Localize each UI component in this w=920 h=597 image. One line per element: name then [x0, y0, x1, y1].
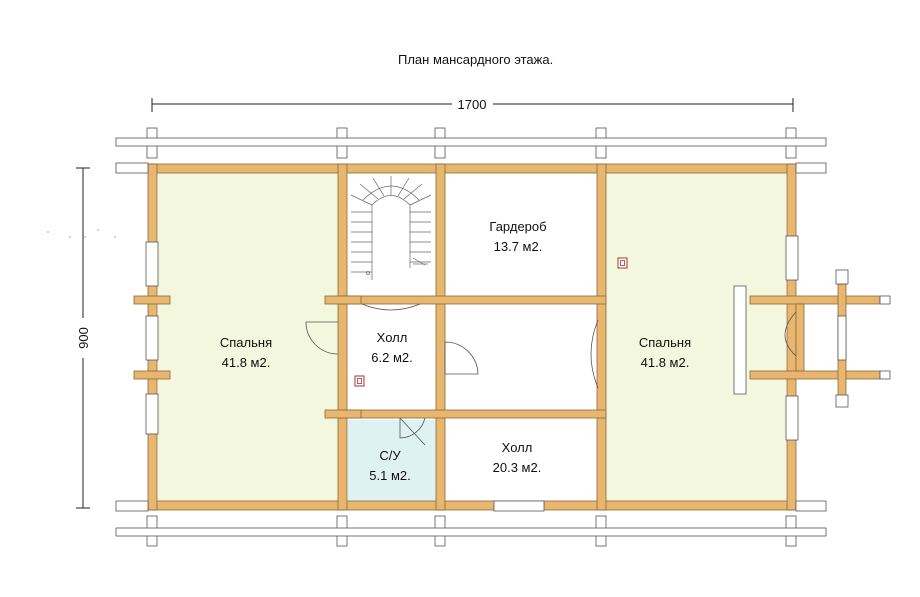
dimension-width: 1700 — [151, 97, 794, 112]
door-hall-small — [444, 341, 479, 375]
window-right-2 — [785, 395, 799, 441]
wall-int-3 — [596, 163, 607, 511]
room-area-wardrobe: 13.7 м2. — [494, 239, 543, 254]
bedroom-right-floor — [606, 172, 786, 502]
wall-top — [147, 163, 797, 174]
windows — [145, 235, 847, 512]
window-bottom — [493, 500, 545, 512]
room-name-wardrobe: Гардероб — [489, 219, 546, 234]
window-right-1 — [785, 235, 799, 281]
door-porch — [784, 311, 797, 357]
doors — [305, 303, 797, 446]
door-bedroom-right — [590, 319, 599, 389]
staircase — [350, 176, 432, 280]
stair-floor — [348, 172, 436, 296]
wall-bottom — [147, 500, 797, 511]
window-porch — [837, 315, 847, 361]
room-floors — [158, 172, 786, 502]
chimneys — [354, 257, 628, 387]
room-name-hall-large: Холл — [502, 440, 533, 455]
room-area-hall-large: 20.3 м2. — [493, 460, 542, 475]
dimension-width-label: 1700 — [458, 97, 487, 112]
room-area-hall-small: 6.2 м2. — [371, 350, 412, 365]
door-bathroom-leaf — [399, 417, 426, 446]
wall-right — [786, 163, 797, 511]
wall-int-1 — [337, 163, 348, 511]
room-area-bathroom: 5.1 м2. — [369, 468, 410, 483]
room-area-bedroom-left: 41.8 м2. — [222, 355, 271, 370]
room-name-bathroom: С/У — [379, 448, 401, 463]
opening-stair — [361, 303, 421, 311]
room-name-bedroom-left: Спальня — [220, 335, 272, 350]
dimension-height: 900 — [76, 167, 91, 509]
window-left-3 — [145, 393, 159, 435]
room-area-bedroom-right: 41.8 м2. — [641, 355, 690, 370]
window-left-2 — [145, 315, 159, 361]
wall-hall-top — [337, 295, 607, 305]
window-left-1 — [145, 241, 159, 287]
bedroom-left-floor — [158, 172, 338, 502]
dimension-height-label: 900 — [76, 327, 91, 349]
log-ends — [115, 127, 891, 547]
wall-int-2 — [435, 163, 446, 511]
scatter-marks — [47, 229, 116, 238]
room-name-hall-small: Холл — [377, 330, 408, 345]
bathroom-floor — [348, 420, 436, 502]
door-bedroom-left — [305, 321, 339, 355]
room-labels: Спальня 41.8 м2. Гардероб 13.7 м2. Холл … — [220, 219, 691, 483]
room-name-bedroom-right: Спальня — [639, 335, 691, 350]
wall-hall-bottom — [337, 409, 607, 419]
plan-title: План мансардного этажа. — [398, 52, 554, 67]
